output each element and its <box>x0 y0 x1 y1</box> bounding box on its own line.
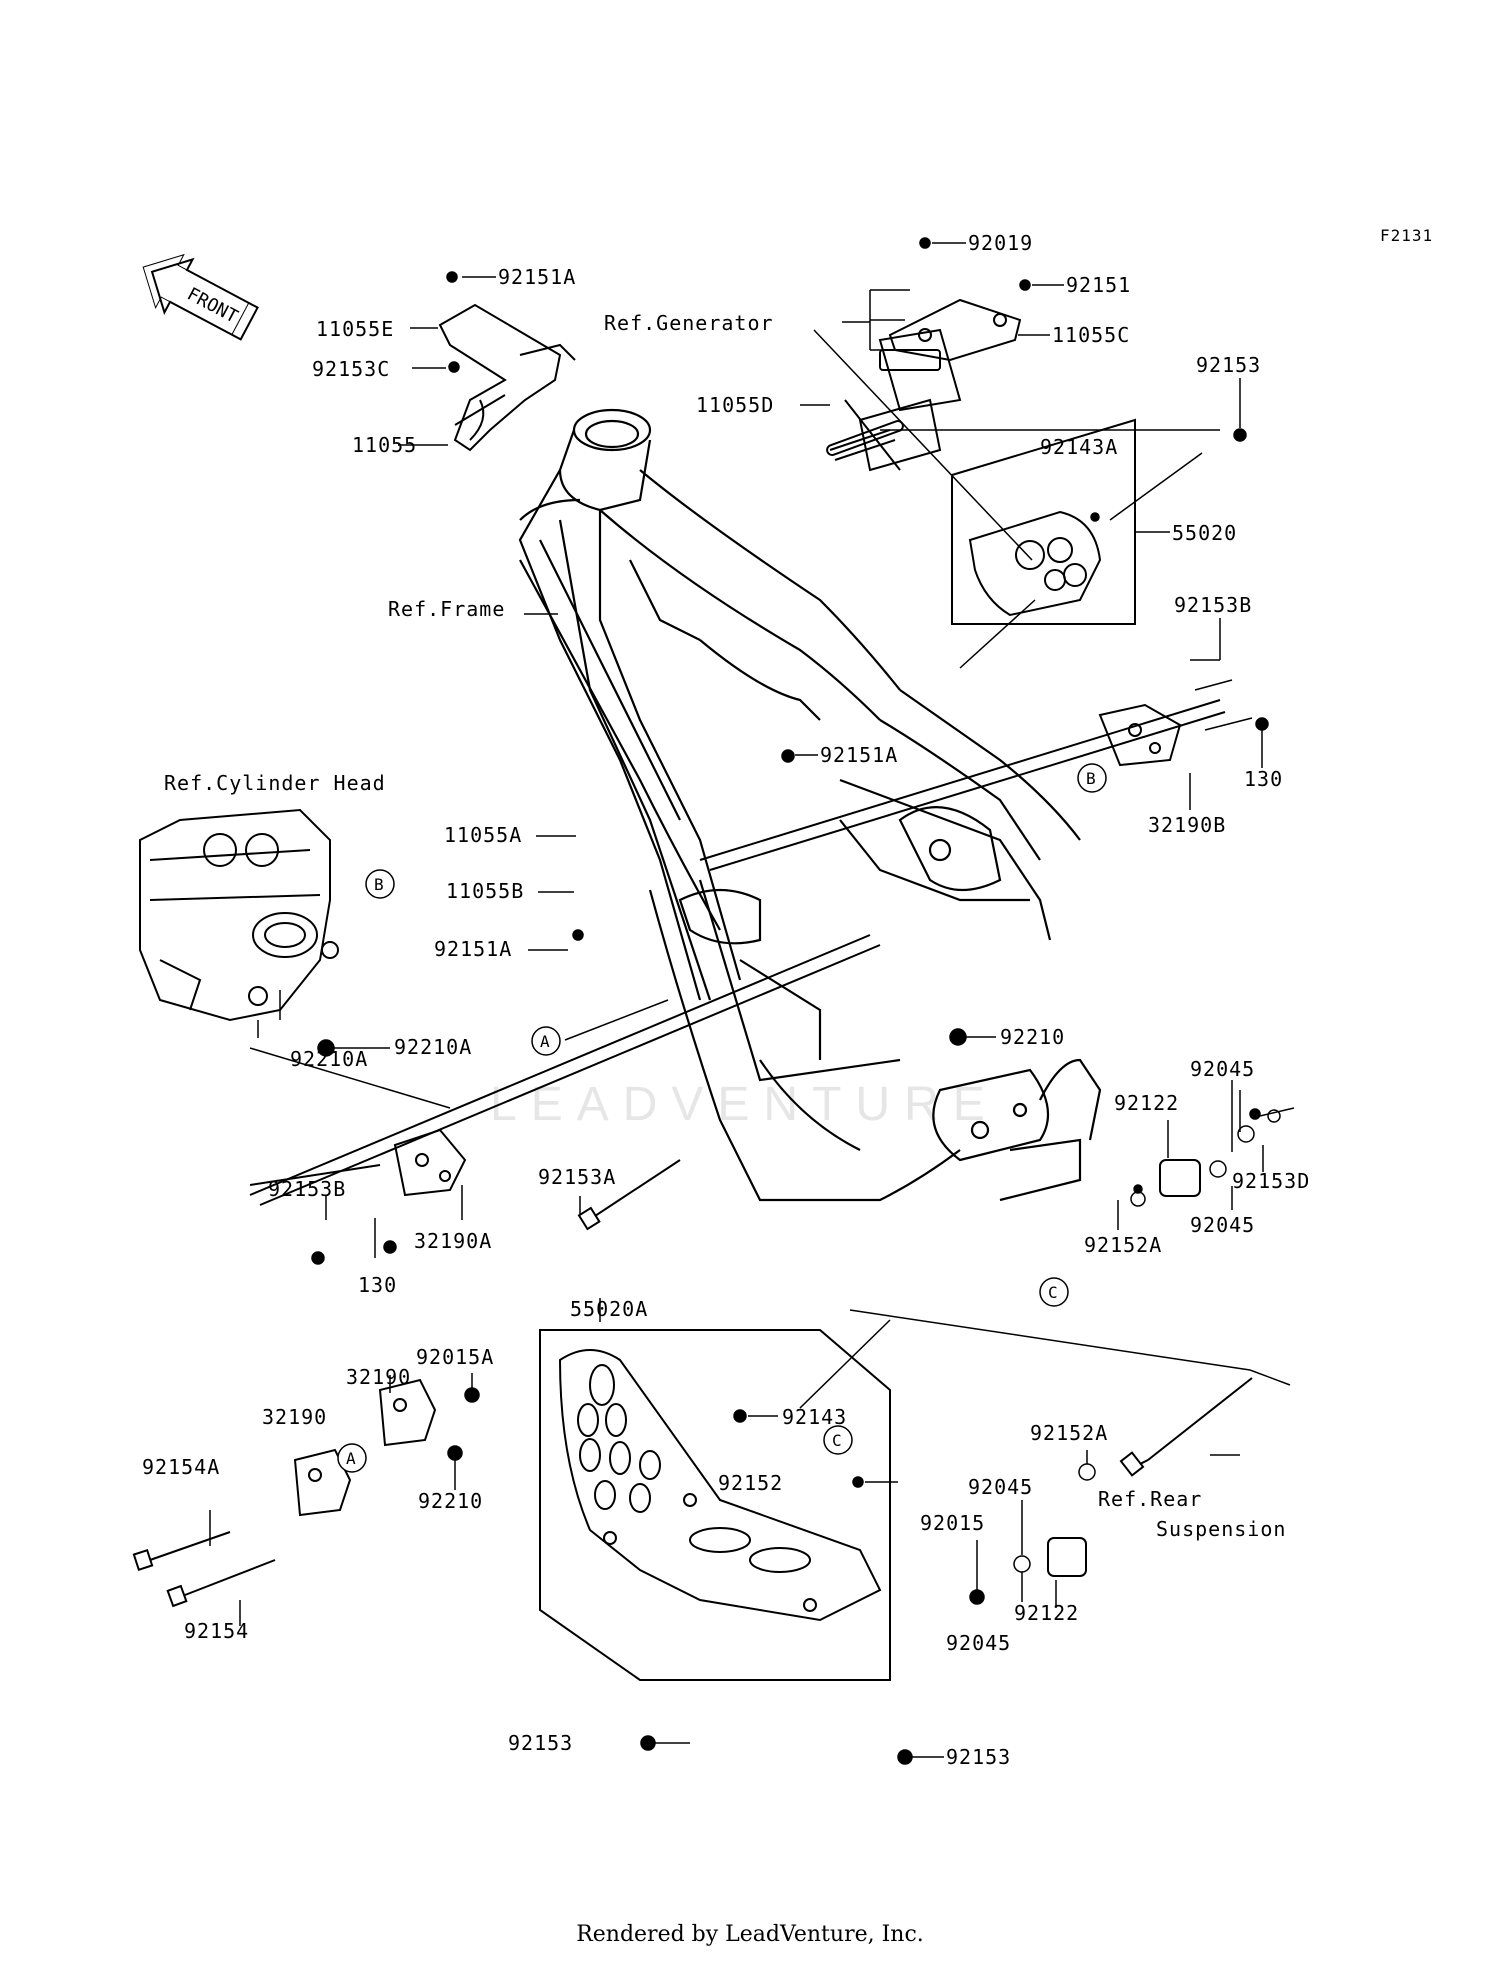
front-arrow-icon: FRONT <box>142 253 259 341</box>
label-32190a: 32190A <box>414 1229 492 1253</box>
label-92153a: 92153A <box>538 1165 616 1189</box>
footer-credit: Rendered by LeadVenture, Inc. <box>576 1922 924 1947</box>
leader-lines <box>209 242 1291 1758</box>
part-labels: 92151A 11055E 92153C 11055 Ref.Generator… <box>142 231 1310 1769</box>
label-92153c: 92153C <box>312 357 390 381</box>
callout-A-bottom: A <box>337 1443 367 1473</box>
side-cover-box <box>951 418 1136 625</box>
label-ref-generator: Ref.Generator <box>604 311 774 335</box>
label-11055: 11055 <box>352 433 417 457</box>
label-92045-right: 92045 <box>1190 1213 1255 1237</box>
svg-text:C: C <box>1048 1283 1058 1302</box>
label-92019: 92019 <box>968 231 1033 255</box>
label-ref-rear: Ref.Rear <box>1098 1487 1202 1511</box>
callout-B-left: B <box>365 869 395 899</box>
label-92143: 92143 <box>782 1405 847 1429</box>
label-92045-top: 92045 <box>1190 1057 1255 1081</box>
label-11055a: 11055A <box>444 823 522 847</box>
label-92153-br: 92153 <box>946 1745 1011 1769</box>
label-32190b: 32190B <box>1148 813 1226 837</box>
label-92151a-mid: 92151A <box>820 743 898 767</box>
label-92210-mid: 92210 <box>1000 1025 1065 1049</box>
label-92153b-left: 92153B <box>268 1177 346 1201</box>
callout-A-top: A <box>531 1026 561 1056</box>
callout-C-skid: C <box>823 1425 853 1455</box>
label-ref-cylinder-head: Ref.Cylinder Head <box>164 771 386 795</box>
svg-text:B: B <box>1086 769 1096 788</box>
label-92015a: 92015A <box>416 1345 494 1369</box>
label-92154: 92154 <box>184 1619 249 1643</box>
label-92210a-left: 92210A <box>290 1047 368 1071</box>
watermark: LEADVENTURE <box>490 1078 999 1131</box>
label-suspension: Suspension <box>1156 1517 1286 1541</box>
label-92152a-low: 92152A <box>1030 1421 1108 1445</box>
svg-text:B: B <box>374 875 384 894</box>
label-92153d: 92153D <box>1232 1169 1310 1193</box>
label-11055b: 11055B <box>446 879 524 903</box>
label-ref-frame: Ref.Frame <box>388 597 505 621</box>
label-32190-b: 32190 <box>262 1405 327 1429</box>
label-92122-low: 92122 <box>1014 1601 1079 1625</box>
engine-mount-plates <box>132 699 1253 1608</box>
hardware-icons <box>311 237 1295 1765</box>
label-92210a-right: 92210A <box>394 1035 472 1059</box>
label-55020: 55020 <box>1172 521 1237 545</box>
svg-text:A: A <box>346 1449 356 1468</box>
label-92151a-low: 92151A <box>434 937 512 961</box>
callout-C-right: C <box>1039 1277 1069 1307</box>
label-92045-low2: 92045 <box>946 1631 1011 1655</box>
cylinder-head-drawing <box>139 808 339 1022</box>
svg-text:C: C <box>832 1431 842 1450</box>
label-130-right: 130 <box>1244 767 1283 791</box>
label-92152a-right: 92152A <box>1084 1233 1162 1257</box>
label-130-left: 130 <box>358 1273 397 1297</box>
bushing-icons <box>1047 1159 1201 1577</box>
bracket-11055-drawing <box>438 303 576 452</box>
label-92143a: 92143A <box>1040 435 1118 459</box>
callout-B-right: B <box>1077 763 1107 793</box>
label-92045-low1: 92045 <box>968 1475 1033 1499</box>
figure-code: F2131 <box>1380 226 1434 245</box>
svg-text:A: A <box>540 1032 550 1051</box>
label-92153-bl: 92153 <box>508 1731 573 1755</box>
label-92151: 92151 <box>1066 273 1131 297</box>
label-92210-low: 92210 <box>418 1489 483 1513</box>
label-92152: 92152 <box>718 1471 783 1495</box>
label-11055e: 11055E <box>316 317 394 341</box>
label-92153-top: 92153 <box>1196 353 1261 377</box>
label-92015: 92015 <box>920 1511 985 1535</box>
label-32190-a: 32190 <box>346 1365 411 1389</box>
label-92151a-top: 92151A <box>498 265 576 289</box>
label-11055d: 11055D <box>696 393 774 417</box>
label-92122-right: 92122 <box>1114 1091 1179 1115</box>
label-55020a: 55020A <box>570 1297 648 1321</box>
label-92153b-right: 92153B <box>1174 593 1252 617</box>
label-11055c: 11055C <box>1052 323 1130 347</box>
skid-plate-box <box>539 1329 891 1681</box>
label-92154a: 92154A <box>142 1455 220 1479</box>
frame-drawing <box>518 408 1102 1202</box>
